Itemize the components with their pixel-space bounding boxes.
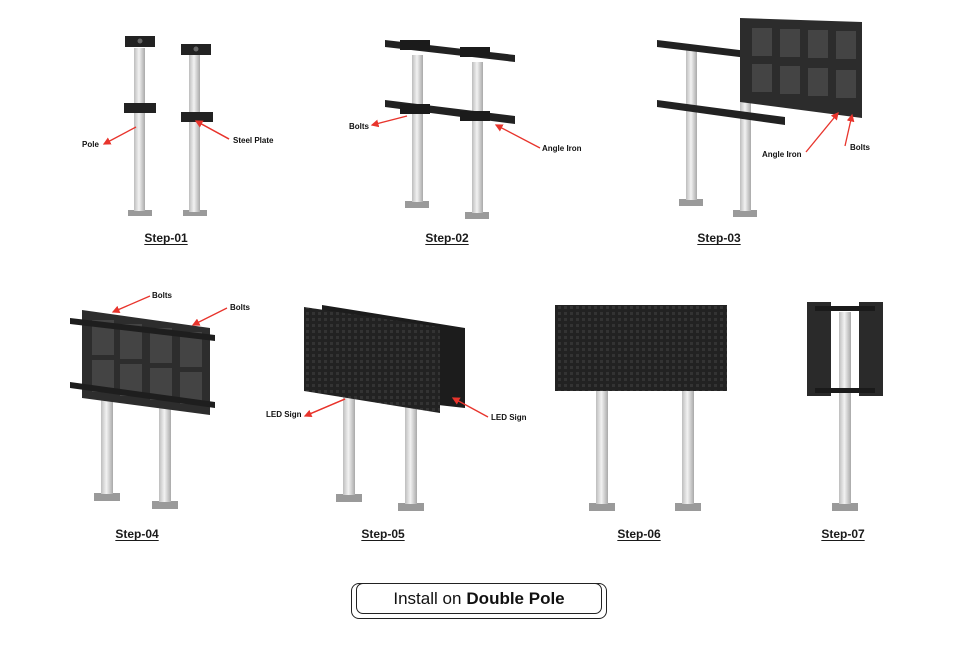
- step-label: Step-02: [425, 231, 469, 245]
- step-04-illustration: [70, 295, 228, 509]
- callout-steel-plate: Steel Plate: [233, 136, 274, 145]
- step-05-illustration: [303, 305, 489, 511]
- steel-plate-mid-left: [124, 103, 156, 113]
- steel-plate-top-right: [181, 44, 211, 55]
- callout-bolts: Bolts: [152, 291, 172, 300]
- callout-bolts: Bolts: [230, 303, 250, 312]
- badge-face: Install on Double Pole: [356, 583, 602, 614]
- steel-plate-top-left: [125, 36, 155, 47]
- callout-bolts: Bolts: [850, 143, 870, 152]
- pole-left: [128, 48, 152, 216]
- callout-led-sign: LED Sign: [266, 410, 302, 419]
- callout-pole: Pole: [82, 140, 99, 149]
- step-02-illustration: [370, 40, 541, 219]
- steel-plate-mid-right: [181, 112, 213, 122]
- led-screen-front: [555, 305, 727, 391]
- step-label: Step-06: [617, 527, 661, 541]
- callout-led-sign: LED Sign: [491, 413, 527, 422]
- led-cabinet-back: [740, 18, 862, 118]
- step-label: Step-03: [697, 231, 741, 245]
- callout-bolts: Bolts: [349, 122, 369, 131]
- led-cabinet-side-right: [859, 302, 883, 396]
- step-label: Step-04: [115, 527, 159, 541]
- led-screen-front: [304, 307, 440, 413]
- step-label: Step-01: [144, 231, 188, 245]
- pole-right: [183, 52, 207, 216]
- badge-emphasis: Double Pole: [466, 588, 565, 608]
- install-title-badge: Install on Double Pole: [351, 583, 607, 619]
- callout-angle-iron: Angle Iron: [762, 150, 802, 159]
- led-cabinet-side-left: [807, 302, 831, 396]
- step-06-illustration: [555, 305, 727, 511]
- angle-iron-top: [385, 40, 515, 62]
- angle-iron-bottom: [385, 100, 515, 124]
- step-07-illustration: [807, 302, 883, 511]
- step-01-illustration: [102, 36, 230, 216]
- callout-angle-iron: Angle Iron: [542, 144, 582, 153]
- step-label: Step-05: [361, 527, 405, 541]
- step-label: Step-07: [821, 527, 865, 541]
- step-03-illustration: [657, 18, 862, 217]
- badge-prefix: Install on: [393, 588, 462, 608]
